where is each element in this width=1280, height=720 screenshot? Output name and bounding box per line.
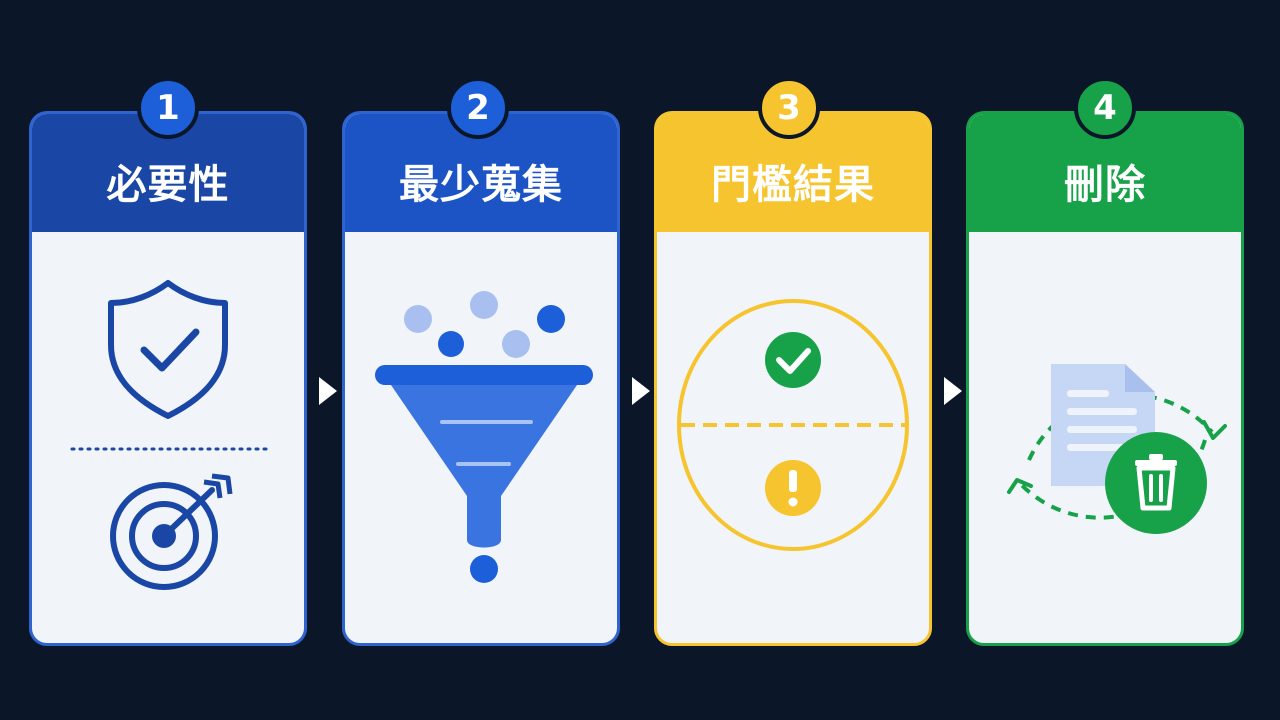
shield-check-icon	[108, 280, 228, 419]
flow-arrow	[319, 377, 337, 405]
flow-arrow	[632, 377, 650, 405]
step-title: 刪除	[1064, 162, 1146, 208]
step-title: 最少蒐集	[399, 162, 563, 208]
step-body	[969, 232, 1241, 643]
step-card-deletion: 刪除	[966, 111, 1244, 646]
flow-arrow	[944, 377, 962, 405]
funnel-icon	[375, 291, 593, 583]
target-arrow-icon	[110, 473, 233, 590]
step-body	[32, 232, 304, 643]
step-title: 門檻結果	[711, 162, 875, 208]
step-number-badge: 2	[447, 77, 509, 139]
threshold-circle	[677, 299, 909, 551]
step-number-badge: 1	[137, 77, 199, 139]
step-card-necessity: 必要性	[29, 111, 307, 646]
step-card-minimal-collection: 最少蒐集	[342, 111, 620, 646]
step-body	[657, 232, 929, 643]
step-number-badge: 4	[1074, 77, 1136, 139]
step-body	[345, 232, 617, 643]
check-icon	[765, 332, 821, 388]
trash-icon	[1105, 432, 1207, 534]
exclamation-icon	[765, 460, 821, 516]
step-number-badge: 3	[758, 77, 820, 139]
step-title: 必要性	[106, 162, 230, 208]
step-card-threshold-result: 門檻結果	[654, 111, 932, 646]
